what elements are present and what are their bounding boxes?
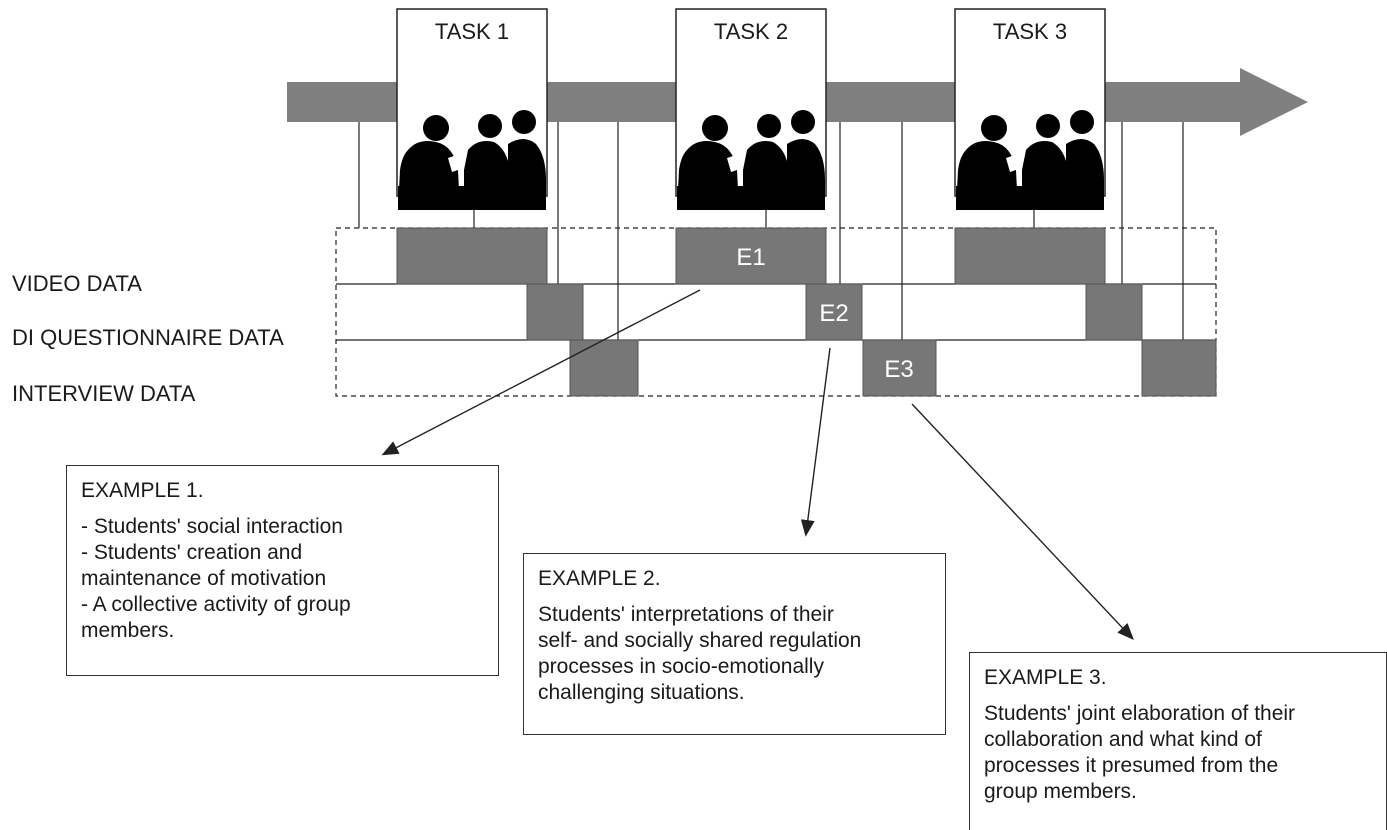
example-line: self- and socially shared regulation: [538, 629, 862, 652]
questionnaire-block-3: [1085, 283, 1143, 341]
event-label-e1: E1: [736, 244, 765, 271]
interview-block-2: [862, 339, 937, 397]
example-box-2: EXAMPLE 2. Students' interpretations of …: [523, 553, 946, 735]
example-line: Students' joint elaboration of their: [984, 702, 1296, 725]
event-label-e3: E3: [884, 356, 913, 383]
example-line: - Students' creation and: [81, 541, 303, 564]
example-line: - Students' social interaction: [81, 515, 343, 538]
arrow-e1-to-example1: [381, 289, 701, 456]
row-label-questionnaire: DI QUESTIONNAIRE DATA: [12, 325, 284, 350]
example-line: processes it presumed from the: [984, 754, 1279, 777]
questionnaire-block-2: [805, 283, 863, 341]
example-line: collaboration and what kind of: [984, 728, 1262, 751]
data-frame: [335, 227, 1217, 397]
timeline-arrow-head: [1240, 68, 1308, 136]
row-label-video: VIDEO DATA: [12, 271, 142, 296]
example-title-3: EXAMPLE 3.: [984, 666, 1107, 689]
questionnaire-block-1: [526, 283, 584, 341]
example-title-2: EXAMPLE 2.: [538, 567, 661, 590]
arrow-e2-to-example2: [800, 347, 831, 537]
example-line: group members.: [984, 780, 1137, 803]
arrow-e3-to-example3: [911, 403, 1134, 641]
task-label-3: TASK 3: [993, 19, 1067, 44]
example-line: - A collective activity of group: [81, 593, 351, 616]
video-block-1: [396, 227, 548, 285]
interview-block-1: [569, 339, 639, 397]
example-title-1: EXAMPLE 1.: [81, 479, 204, 502]
example-line: challenging situations.: [538, 681, 745, 704]
example-line: Students' interpretations of their: [538, 603, 834, 626]
task-label-1: TASK 1: [435, 19, 509, 44]
example-line: maintenance of motivation: [81, 567, 327, 590]
interview-block-3: [1141, 339, 1217, 397]
example-box-3: EXAMPLE 3. Students' joint elaboration o…: [969, 652, 1387, 830]
example-line: processes in socio-emotionally: [538, 655, 824, 678]
video-block-3: [954, 227, 1106, 285]
event-label-e2: E2: [819, 300, 848, 327]
example-box-1: EXAMPLE 1. - Students' social interactio…: [66, 465, 499, 676]
task-box-3: TASK 3: [954, 8, 1106, 210]
row-label-interview: INTERVIEW DATA: [12, 381, 196, 406]
task-box-1: TASK 1: [396, 8, 548, 210]
video-block-2: [675, 227, 827, 285]
task-box-2: TASK 2: [675, 8, 827, 210]
task-label-2: TASK 2: [714, 19, 788, 44]
example-line: members.: [81, 619, 175, 642]
